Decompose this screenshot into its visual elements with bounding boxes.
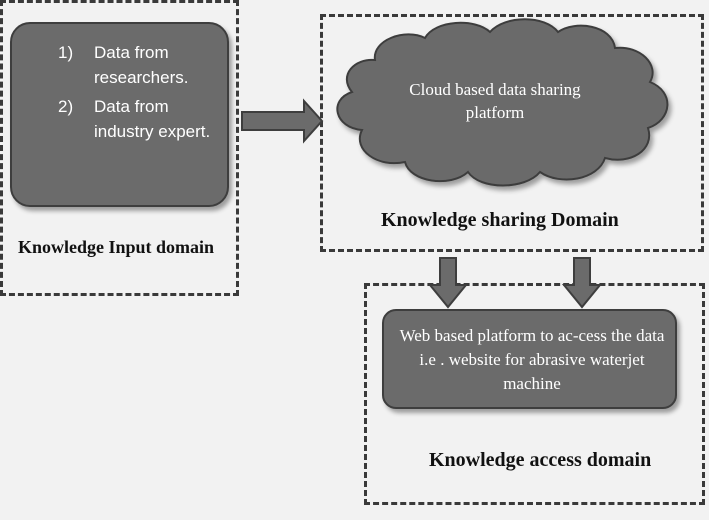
arrow-down-icon — [561, 257, 603, 309]
web-platform-box — [382, 309, 677, 409]
list-text: Data from researchers. — [94, 43, 189, 87]
data-sources-list: 1) Data from researchers. 2) Data from i… — [58, 40, 228, 148]
list-text: Data from industry expert. — [94, 97, 211, 141]
sharing-domain-label: Knowledge sharing Domain — [381, 209, 619, 231]
list-number: 2) — [58, 97, 74, 116]
input-domain-label: Knowledge Input domain — [18, 237, 215, 257]
arrow-right-icon — [241, 98, 324, 144]
cloud-shape — [336, 18, 669, 187]
access-domain-label: Knowledge access domain — [429, 449, 652, 471]
list-item: 2) Data from industry expert. — [58, 94, 228, 144]
list-item: 1) Data from researchers. — [58, 40, 228, 90]
web-platform-label: Web based platform to ac-cess the data i… — [399, 326, 665, 393]
arrow-down-icon — [427, 257, 469, 309]
cloud-platform-label: Cloud based data sharing platform — [409, 80, 581, 122]
list-number: 1) — [58, 43, 74, 62]
data-sources-box — [10, 22, 229, 207]
